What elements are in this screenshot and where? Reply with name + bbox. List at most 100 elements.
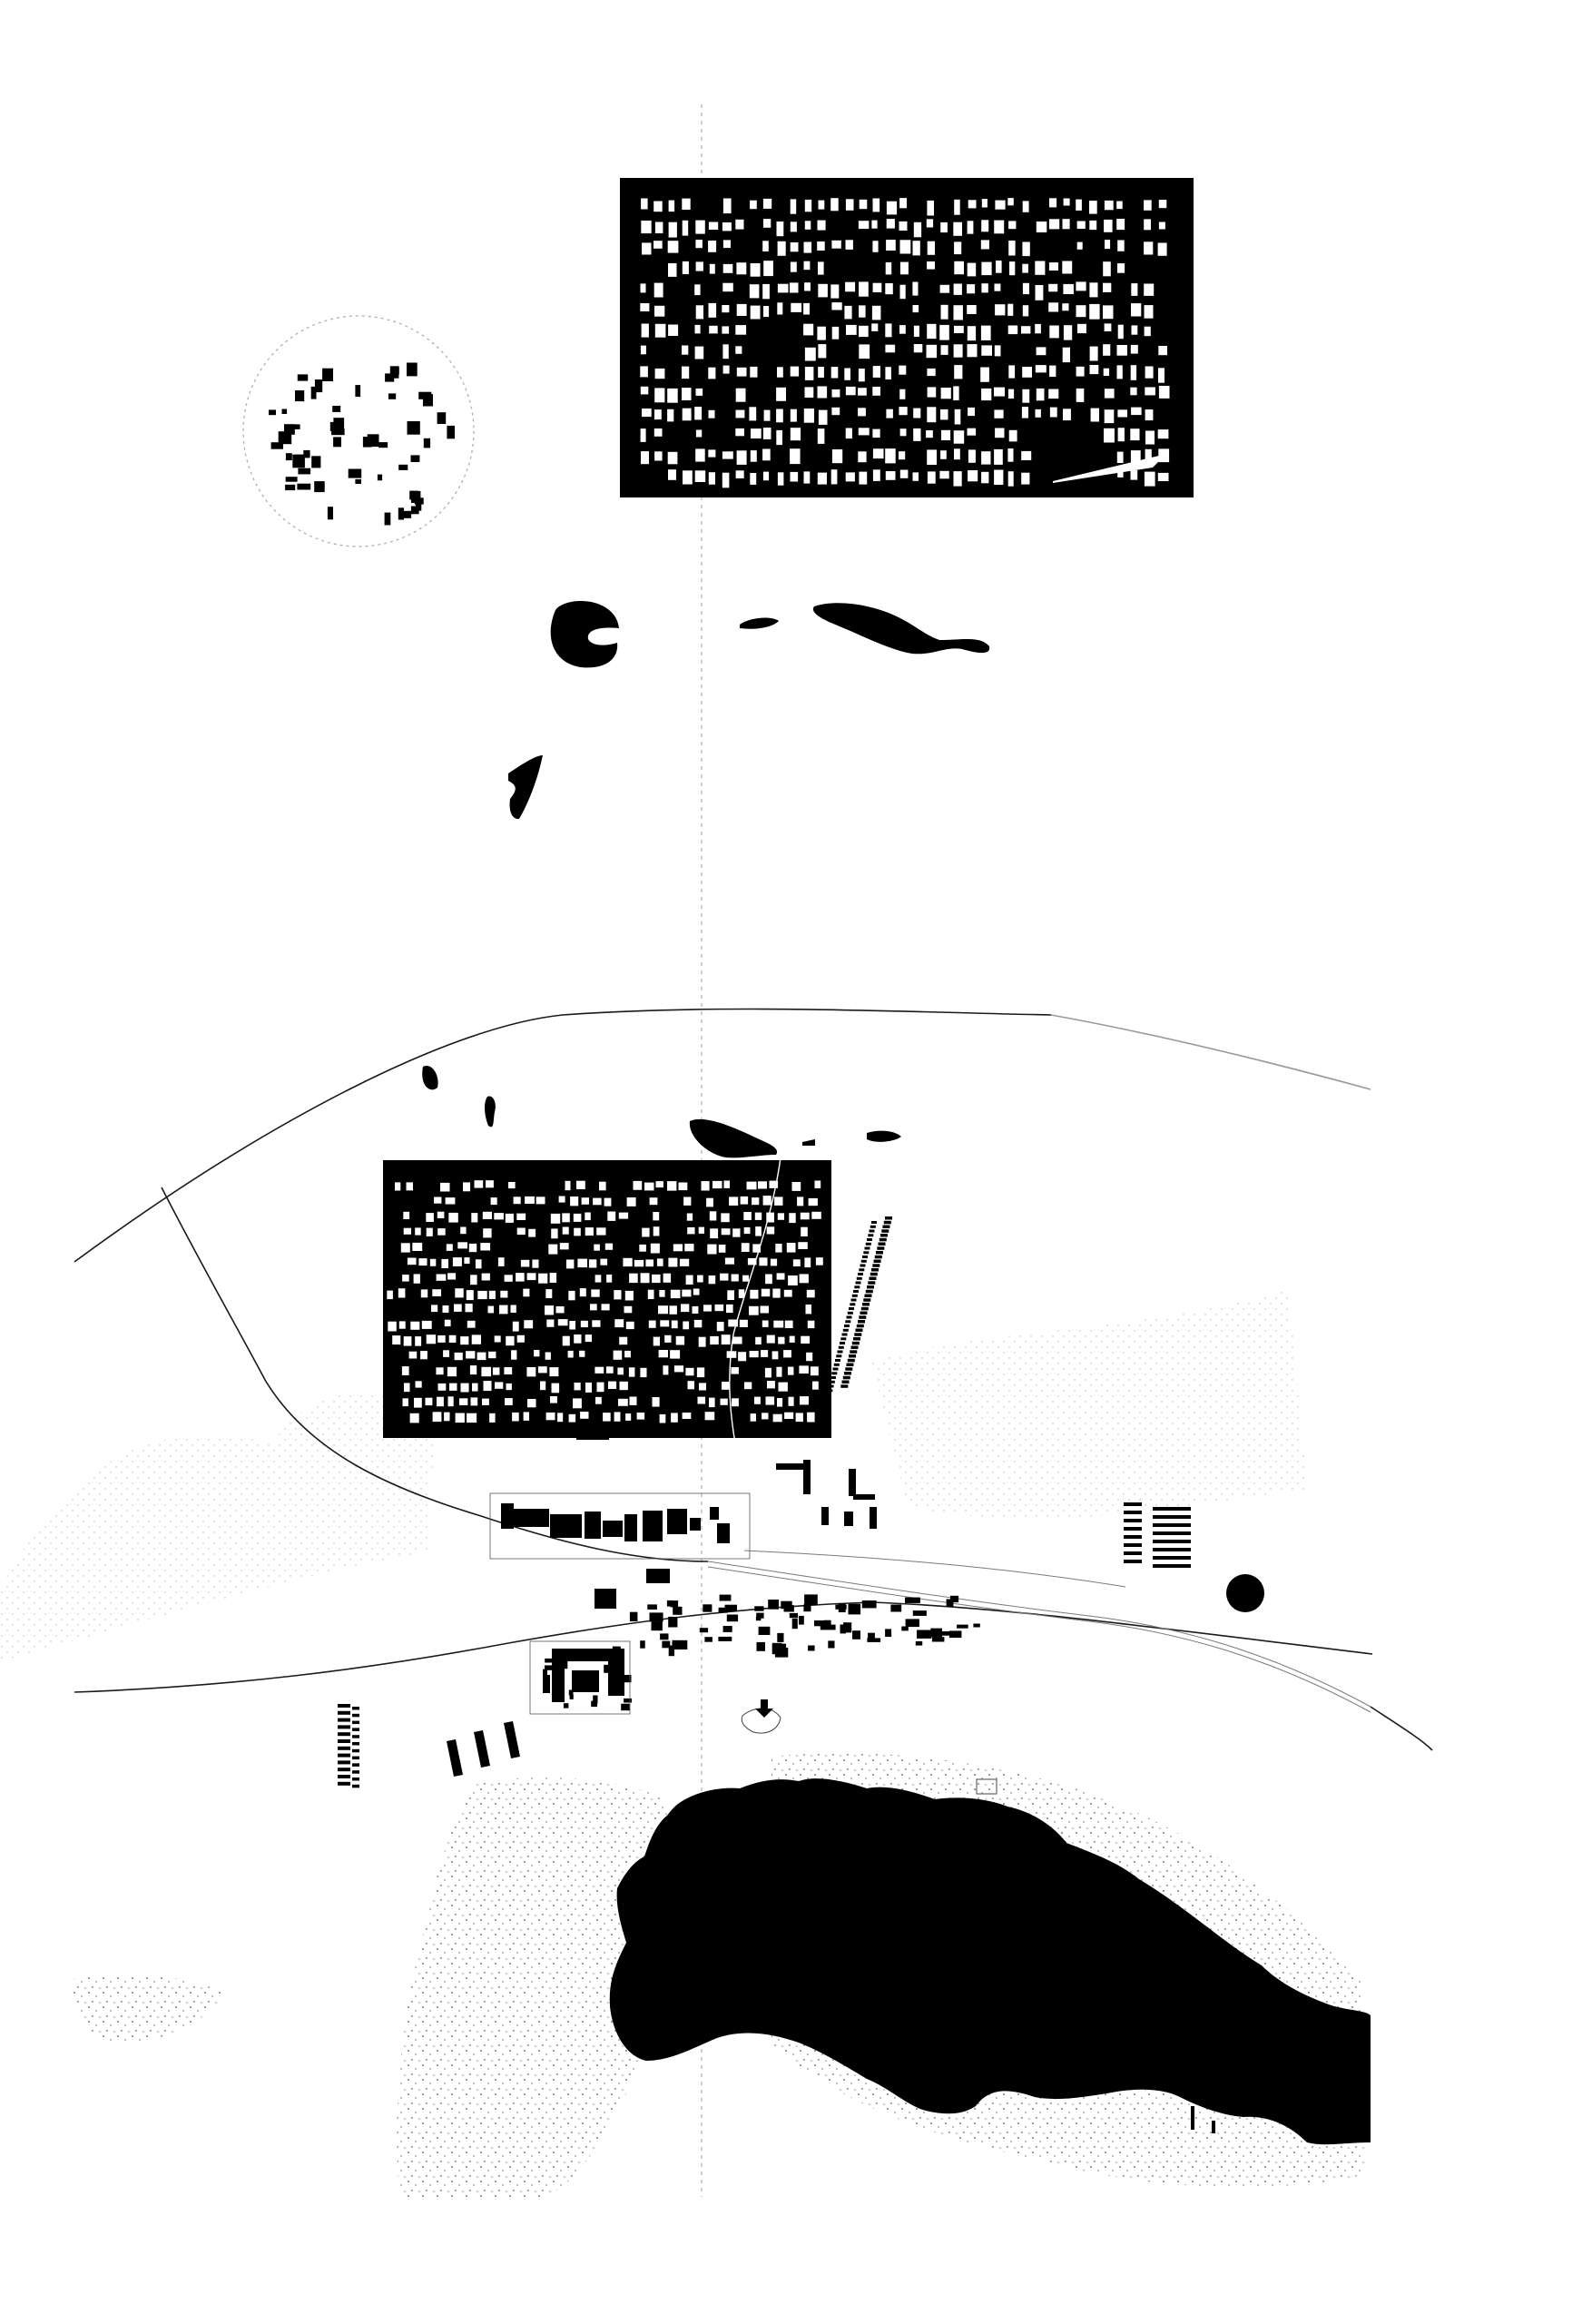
building-footprint	[885, 344, 896, 353]
building-footprint	[722, 198, 732, 214]
building-footprint	[470, 1275, 477, 1285]
building-footprint	[885, 262, 892, 275]
building-footprint	[870, 1272, 878, 1276]
building-footprint	[667, 1181, 677, 1191]
building-footprint	[849, 1307, 854, 1310]
building-footprint	[837, 1350, 843, 1354]
building-footprint	[654, 368, 665, 379]
building-footprint	[995, 428, 1005, 438]
building-footprint	[883, 1220, 891, 1225]
building-footprint	[696, 1367, 705, 1378]
building-footprint	[751, 428, 762, 438]
building-footprint	[1104, 389, 1115, 399]
building-footprint	[562, 1335, 570, 1346]
building-footprint	[867, 1285, 874, 1289]
building-footprint	[1008, 429, 1017, 442]
building-footprint	[599, 1181, 606, 1191]
building-footprint	[811, 1211, 821, 1219]
building-footprint	[1158, 222, 1165, 230]
building-footprint	[954, 365, 963, 379]
building-footprint	[936, 1631, 950, 1636]
building-footprint	[770, 1258, 778, 1266]
building-footprint	[669, 1305, 677, 1315]
building-footprint	[437, 1396, 444, 1407]
building-footprint	[654, 409, 662, 420]
building-footprint	[844, 1324, 850, 1327]
building-footprint	[789, 1335, 795, 1343]
building-footprint	[436, 1274, 447, 1281]
building-footprint	[754, 1212, 762, 1220]
building-footprint	[481, 1273, 490, 1281]
building-footprint	[520, 1259, 530, 1267]
parking-row	[1124, 1543, 1142, 1547]
building-footprint	[781, 1600, 792, 1610]
building-footprint	[778, 1336, 785, 1344]
building-footprint	[913, 408, 921, 419]
building-footprint	[761, 1350, 769, 1357]
building-footprint	[865, 1242, 871, 1246]
building-footprint	[668, 1616, 678, 1628]
building-footprint	[348, 468, 362, 478]
building-footprint	[926, 344, 938, 359]
building-footprint	[1063, 325, 1073, 340]
building-footprint	[872, 366, 880, 378]
building-footprint	[707, 1244, 717, 1255]
building-footprint	[663, 1273, 672, 1283]
building-footprint	[783, 1289, 792, 1297]
parking-row	[1124, 1511, 1142, 1514]
building-footprint	[790, 242, 799, 252]
building-footprint	[954, 261, 964, 275]
building-footprint	[470, 1397, 478, 1406]
building-footprint	[574, 1334, 582, 1344]
building-footprint	[729, 1196, 739, 1206]
building-footprint	[878, 1242, 886, 1246]
building-footprint	[483, 1228, 492, 1238]
building-footprint	[437, 1335, 446, 1343]
building-footprint	[849, 1469, 856, 1496]
building-footprint	[967, 428, 977, 436]
building-footprint	[756, 1612, 764, 1619]
building-footprint	[776, 1366, 782, 1377]
building-footprint	[994, 345, 1001, 357]
building-footprint	[836, 1354, 842, 1358]
building-footprint	[408, 1351, 418, 1359]
building-footprint	[762, 1413, 769, 1420]
building-footprint	[591, 1700, 597, 1708]
building-footprint	[511, 1350, 517, 1360]
building-footprint	[868, 1281, 876, 1285]
building-footprint	[331, 428, 345, 436]
building-footprint	[699, 1383, 706, 1391]
building-footprint	[1103, 261, 1111, 277]
building-footprint	[721, 1228, 731, 1236]
building-footprint	[871, 305, 881, 320]
building-footprint	[703, 1604, 712, 1612]
building-footprint	[1007, 198, 1014, 206]
building-footprint	[804, 1594, 818, 1606]
building-footprint	[859, 1268, 865, 1272]
building-footprint	[545, 1658, 553, 1663]
building-footprint	[858, 451, 867, 463]
building-footprint	[858, 1320, 865, 1324]
building-footprint	[410, 455, 420, 462]
building-footprint	[619, 1381, 628, 1391]
building-footprint	[403, 1211, 410, 1219]
building-footprint	[694, 284, 701, 296]
building-footprint	[596, 1227, 606, 1236]
building-footprint	[1158, 346, 1167, 356]
building-footprint	[784, 1320, 793, 1328]
building-footprint	[431, 1305, 438, 1313]
building-footprint	[1009, 261, 1016, 276]
building-footprint	[573, 1398, 582, 1409]
building-footprint	[872, 198, 880, 212]
building-footprint	[940, 388, 951, 399]
building-footprint	[874, 1255, 882, 1259]
building-footprint	[1117, 428, 1125, 442]
small-pond	[740, 617, 779, 629]
building-footprint	[692, 1305, 699, 1314]
building-footprint	[398, 510, 412, 518]
building-footprint	[402, 1398, 408, 1407]
building-footprint	[538, 1273, 548, 1284]
building-footprint	[915, 1640, 923, 1646]
building-footprint	[682, 1413, 692, 1419]
building-footprint	[996, 261, 1002, 273]
